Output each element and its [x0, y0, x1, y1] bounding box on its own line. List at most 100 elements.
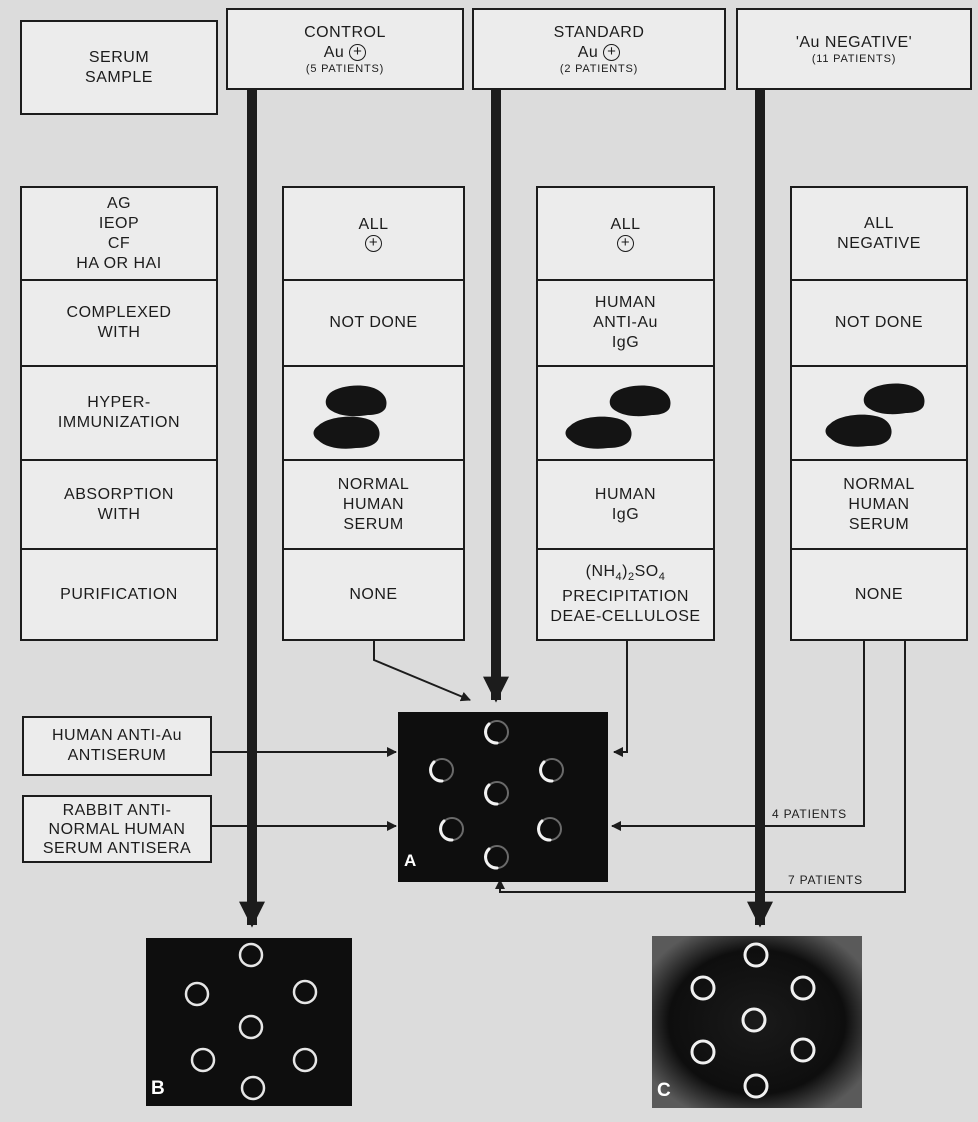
circled-plus-icon: +	[349, 43, 367, 61]
negative-purification-cell: NONE	[790, 550, 968, 641]
negative-purification: NONE	[854, 585, 904, 603]
control-absorption-3: SERUM	[343, 515, 404, 533]
human-antiau-box: HUMAN ANTI-Au ANTISERUM	[22, 716, 212, 776]
negative-complexed-cell: NOT DONE	[790, 281, 968, 367]
rabbit-silhouette-icon	[825, 383, 925, 447]
well	[292, 1047, 318, 1073]
complexed-row-label: COMPLEXED WITH	[20, 281, 218, 367]
well	[292, 979, 318, 1005]
four-patients-arrow	[611, 641, 865, 831]
negative-absorption-cell: NORMAL HUMAN SERUM	[790, 461, 968, 550]
negative-absorption-3: SERUM	[848, 515, 910, 533]
well	[790, 975, 816, 1001]
serum-sample-line2: SAMPLE	[85, 68, 153, 86]
four-patients-label: 4 PATIENTS	[772, 807, 847, 821]
standard-tests-all: ALL	[610, 216, 641, 233]
standard-absorption-1: HUMAN	[594, 485, 657, 503]
control-tests-cell: ALL +	[282, 186, 465, 281]
standard-absorption-cell: HUMAN IgG	[536, 461, 715, 550]
standard-purification-deae: DEAE-CELLULOSE	[550, 608, 701, 626]
rabbit-antisera-box: RABBIT ANTI- NORMAL HUMAN SERUM ANTISERA	[22, 795, 212, 863]
control-antiserum-arrow	[373, 641, 471, 702]
standard-header: STANDARD Au + (2 PATIENTS)	[472, 8, 726, 90]
seven-patients-arrow	[495, 641, 906, 893]
well	[690, 1039, 716, 1065]
test-ag: AG	[106, 194, 132, 212]
control-title: CONTROL	[304, 23, 386, 41]
test-ha: HA OR HAI	[76, 254, 162, 272]
standard-tests-cell: ALL +	[536, 186, 715, 281]
standard-complexed-3: IgG	[611, 334, 640, 351]
standard-purification-cell: (NH4)2SO4 PRECIPITATION DEAE-CELLULOSE	[536, 550, 715, 641]
plate-b	[146, 938, 352, 1106]
plate-c-label: C	[657, 1080, 671, 1101]
hyper-row-label: HYPER- IMMUNIZATION	[20, 367, 218, 461]
hyper-line2: IMMUNIZATION	[57, 414, 181, 431]
absorption-row-label: ABSORPTION WITH	[20, 461, 218, 550]
negative-title: 'Au NEGATIVE'	[795, 33, 913, 51]
well	[238, 942, 264, 968]
negative-tests-neg: NEGATIVE	[837, 234, 921, 252]
standard-complexed-2: ANTI-Au	[593, 314, 658, 331]
control-purification: NONE	[349, 585, 398, 603]
rabbit-silhouette-icon	[565, 385, 671, 449]
standard-purification-precip: PRECIPITATION	[562, 588, 689, 606]
standard-hyper-cell	[536, 367, 715, 461]
serum-sample-header: SERUM SAMPLE	[20, 20, 218, 115]
negative-absorption-1: NORMAL	[843, 475, 915, 493]
plate-b-label: B	[151, 1078, 165, 1099]
rabbit-silhouette-icon	[313, 385, 387, 449]
human-antiau-line1: HUMAN ANTI-Au	[51, 727, 183, 744]
control-patients: (5 PATIENTS)	[305, 62, 385, 75]
negative-complexed: NOT DONE	[834, 314, 924, 331]
negative-patients: (11 PATIENTS)	[811, 52, 897, 65]
control-absorption-cell: NORMAL HUMAN SERUM	[282, 461, 465, 550]
control-au: Au	[323, 43, 345, 61]
control-complexed-cell: NOT DONE	[282, 281, 465, 367]
circled-plus-icon: +	[617, 235, 634, 252]
hyper-line1: HYPER-	[87, 394, 151, 411]
negative-tests-all: ALL	[864, 214, 894, 232]
well	[743, 1073, 769, 1099]
control-absorption-1: NORMAL	[337, 475, 410, 493]
seven-patients-label: 7 PATIENTS	[788, 873, 863, 887]
purification-row-label: PURIFICATION	[20, 550, 218, 641]
control-tests-all: ALL	[358, 216, 389, 233]
well	[743, 942, 769, 968]
circled-plus-icon: +	[365, 235, 382, 252]
negative-hyper-cell	[790, 367, 968, 461]
plate-a-label: A	[404, 851, 417, 870]
well	[238, 1014, 264, 1040]
absorption-line1: ABSORPTION	[64, 485, 174, 503]
rabbit-line2: NORMAL HUMAN	[48, 820, 186, 838]
standard-title: STANDARD	[553, 23, 645, 41]
plate-c	[652, 936, 862, 1108]
rabbit-line3: SERUM ANTISERA	[42, 839, 192, 857]
standard-au: Au	[577, 43, 599, 61]
standard-complexed-cell: HUMAN ANTI-Au IgG	[536, 281, 715, 367]
standard-antiserum-arrow	[613, 641, 628, 757]
negative-absorption-2: HUMAN	[848, 495, 910, 513]
control-header: CONTROL Au + (5 PATIENTS)	[226, 8, 464, 90]
standard-absorption-2: IgG	[611, 505, 640, 523]
control-complexed: NOT DONE	[329, 314, 418, 331]
standard-complexed-1: HUMAN	[594, 294, 657, 311]
standard-patients: (2 PATIENTS)	[559, 62, 639, 75]
rabbit-line1: RABBIT ANTI-	[62, 801, 172, 819]
plate-a	[398, 712, 608, 882]
well	[741, 1007, 767, 1033]
control-purification-cell: NONE	[282, 550, 465, 641]
well	[690, 975, 716, 1001]
negative-header: 'Au NEGATIVE' (11 PATIENTS)	[736, 8, 972, 90]
well	[184, 981, 210, 1007]
test-cf: CF	[107, 234, 131, 252]
well	[240, 1075, 266, 1101]
ammonium-sulfate-formula: (NH4)2SO4	[585, 562, 666, 584]
well	[790, 1037, 816, 1063]
complexed-line1: COMPLEXED	[66, 304, 172, 321]
absorption-line2: WITH	[97, 505, 141, 523]
purification-label: PURIFICATION	[60, 585, 178, 603]
test-ieop: IEOP	[98, 214, 140, 232]
serum-sample-line1: SERUM	[88, 48, 150, 66]
